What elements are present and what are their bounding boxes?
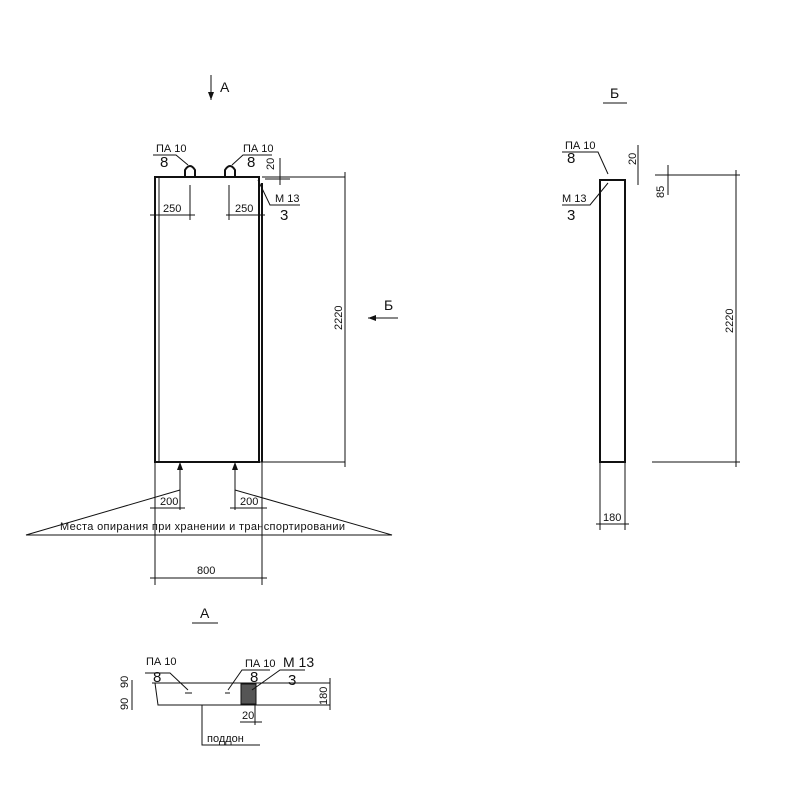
embed-label: М 13 <box>275 193 299 205</box>
dim-250-left: 250 <box>163 203 181 215</box>
pallet-label: поддон <box>207 733 244 745</box>
panel-front-view: ПА 10 8 ПА 10 8 20 М 13 3 250 250 2220 Б… <box>25 143 398 585</box>
side-dim-height: 2220 <box>724 309 736 333</box>
side-loop-pos: 8 <box>567 150 575 167</box>
dim-20: 20 <box>265 158 277 170</box>
section-loop-label-left: ПА 10 <box>146 656 177 668</box>
loop-pos: 8 <box>160 154 168 171</box>
section-dim-90-top: 90 <box>119 676 131 688</box>
section-a-title: А <box>200 605 210 621</box>
side-embed-label: М 13 <box>562 193 586 205</box>
panel-side-view-b: Б ПА 10 8 М 13 3 20 85 2220 180 <box>562 85 740 530</box>
section-dim-180: 180 <box>318 687 330 705</box>
side-dim-85: 85 <box>655 186 667 198</box>
section-loop-pos-right: 8 <box>250 669 258 686</box>
side-loop-label: ПА 10 <box>565 140 596 152</box>
section-loop-pos-left: 8 <box>153 669 161 686</box>
dim-height: 2220 <box>333 306 345 330</box>
section-dim-20: 20 <box>242 710 254 722</box>
loop-label-right: ПА 10 <box>243 143 274 155</box>
section-a-cut-marker: А <box>208 75 230 100</box>
embed-pos: 3 <box>280 207 288 224</box>
lifting-loop-left <box>184 165 196 177</box>
dim-200-right: 200 <box>240 496 258 508</box>
section-a-marker-label: А <box>220 79 230 95</box>
side-embed-pos: 3 <box>567 207 575 224</box>
lifting-loop-right <box>224 165 236 177</box>
loop-label: ПА 10 <box>156 143 187 155</box>
support-note: Места опирания при хранении и транспорти… <box>60 521 345 533</box>
section-a-view: А ПА 10 8 ПА 10 8 М 13 3 90 90 180 20 по… <box>119 605 331 746</box>
section-dim-90-bottom: 90 <box>119 698 131 710</box>
section-loop-label-right: ПА 10 <box>245 658 276 670</box>
section-b-marker-label: Б <box>384 297 393 313</box>
dim-200-left: 200 <box>160 496 178 508</box>
side-dim-thickness: 180 <box>603 512 621 524</box>
side-dim-20: 20 <box>627 153 639 165</box>
dim-width: 800 <box>197 565 215 577</box>
loop-pos-right: 8 <box>247 154 255 171</box>
section-embed-label: М 13 <box>283 654 314 670</box>
embedded-plate-section <box>240 683 257 705</box>
section-embed-pos: 3 <box>288 672 296 689</box>
side-view-title: Б <box>610 85 619 101</box>
dim-250-right: 250 <box>235 203 253 215</box>
